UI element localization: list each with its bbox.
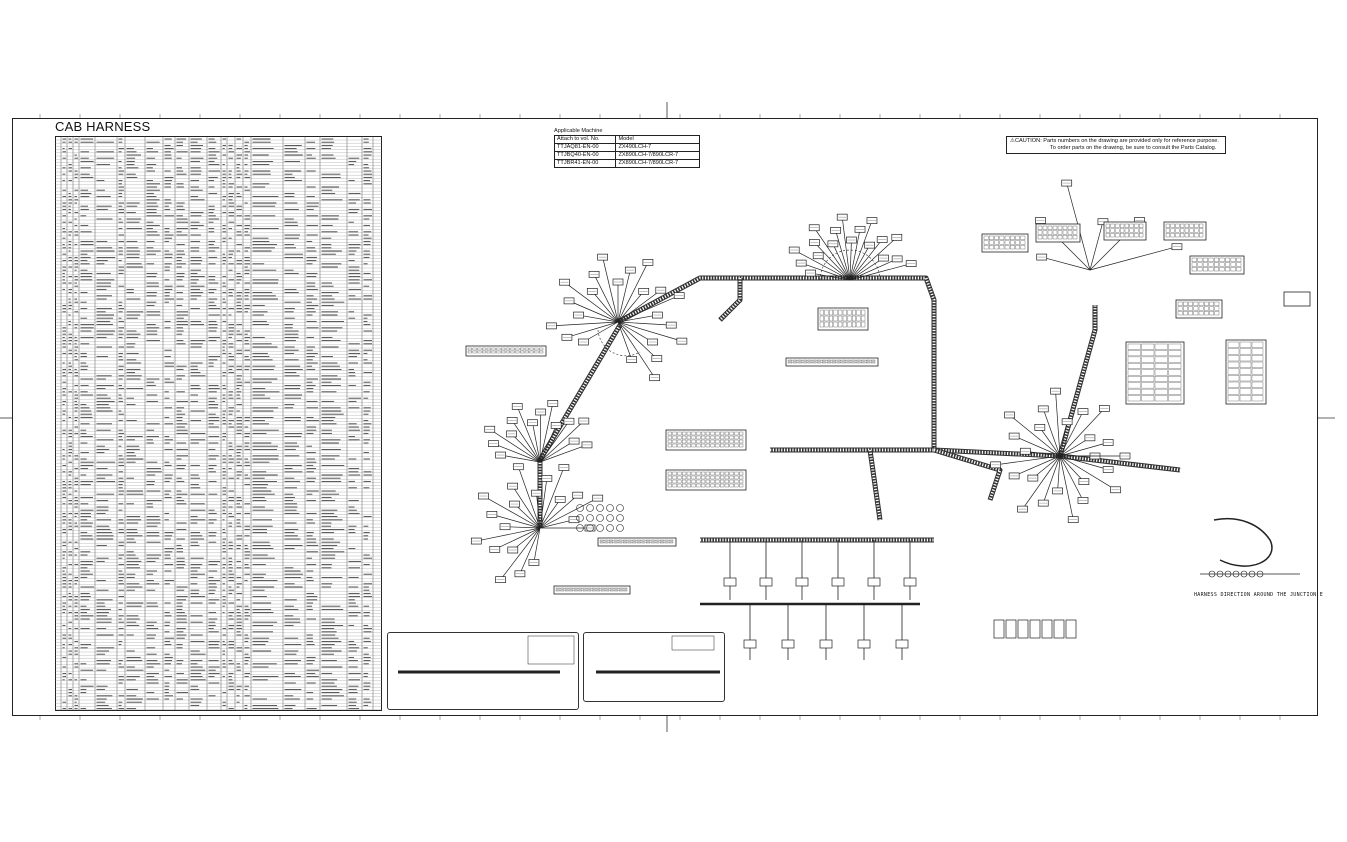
detail-note-box-2 (583, 632, 725, 702)
applicable-machine-box: Applicable Machine Attach to vol. No. Mo… (553, 128, 700, 168)
drawing-title: CAB HARNESS (55, 119, 151, 134)
table-cell: TTJBQ40-EN-00 (553, 151, 617, 160)
drawing-frame (12, 118, 1318, 716)
caution-text-1: CAUTION: Parts numbers on the drawing ar… (1015, 138, 1219, 144)
table-row: TTJAQ81-EN-00 ZX490LCH-7 (553, 143, 700, 152)
caution-line-1: ⚠CAUTION: Parts numbers on the drawing a… (1010, 138, 1222, 145)
table-row: Attach to vol. No. Model (553, 135, 700, 144)
warning-triangle-icon: ⚠ (1010, 138, 1016, 144)
applicable-machine-table: Attach to vol. No. Model TTJAQ81-EN-00 Z… (553, 135, 700, 168)
harness-direction-note: HARNESS DIRECTION AROUND THE JUNCTION E (1194, 592, 1324, 598)
table-row: TTJBR41-EN-00 ZX890LCH-7/890LCR-7 (553, 159, 700, 168)
table-border (55, 136, 382, 711)
table-cell: ZX490LCH-7 (615, 143, 700, 152)
column-header: Attach to vol. No. (553, 135, 617, 144)
column-header: Model (615, 135, 700, 144)
applicable-machine-heading: Applicable Machine (554, 128, 603, 134)
table-cell: TTJBR41-EN-00 (553, 159, 617, 168)
table-row: TTJBQ40-EN-00 ZX890LCH-7/890LCR-7 (553, 151, 700, 160)
table-cell: ZX890LCH-7/890LCR-7 (615, 159, 700, 168)
table-cell: TTJAQ81-EN-00 (553, 143, 617, 152)
caution-line-2: To order parts on the drawing, be sure t… (1050, 145, 1217, 151)
caution-note: ⚠CAUTION: Parts numbers on the drawing a… (1006, 136, 1226, 154)
detail-note-box-1 (387, 632, 579, 710)
wire-list-table (55, 136, 382, 711)
table-cell: ZX890LCH-7/890LCR-7 (615, 151, 700, 160)
